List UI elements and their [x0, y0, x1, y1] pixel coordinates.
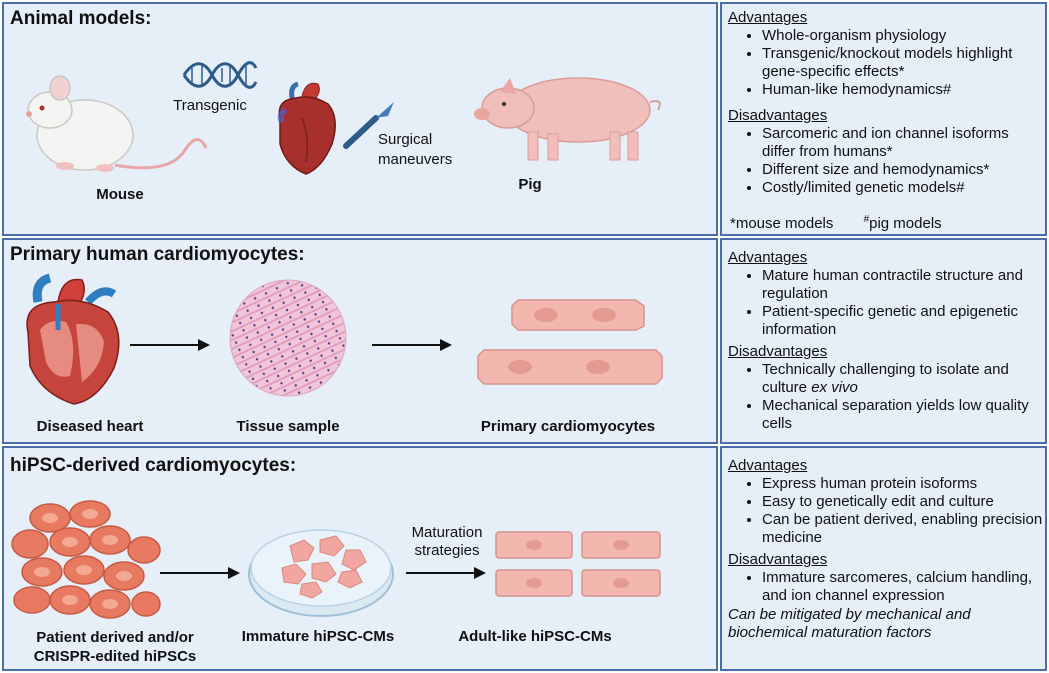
arrow-2 [372, 339, 452, 351]
arrow-3 [160, 567, 240, 579]
hipsc-adv-item: Easy to genetically edit and culture [762, 493, 1046, 511]
animal-disadv-item: Costly/limited genetic models# [762, 179, 1046, 197]
tissue-sample-label: Tissue sample [236, 418, 340, 435]
primary-adv-item: Patient-specific genetic and epigenetic … [762, 303, 1046, 339]
tissue-sample-icon [229, 279, 347, 397]
footnote-mouse: *mouse models [730, 215, 834, 232]
hipsc-advantages-block: Advantages Express human protein isoform… [728, 457, 1046, 642]
mouse-icon [26, 75, 208, 172]
animal-adv-item: Whole-organism physiology [762, 27, 1046, 45]
primary-disadv-text: Technically challenging to isolate and c… [762, 361, 1009, 396]
patient-hipsc-label: Patient derived and/or CRISPR-edited hiP… [33, 629, 197, 665]
hipsc-adv-item: Express human protein isoforms [762, 475, 1046, 493]
scalpel-icon [343, 102, 394, 149]
panel-primary-left [2, 238, 718, 444]
arrow-1 [130, 339, 210, 351]
mouse-label: Mouse [96, 186, 144, 203]
transgenic-label: Transgenic [173, 97, 247, 114]
hipsc-cluster-icon [11, 500, 161, 619]
animal-advantages-heading: Advantages [728, 9, 808, 26]
animal-footnote: *mouse models #pig models [730, 214, 942, 232]
pig-icon [474, 77, 661, 161]
petri-dish-icon [248, 529, 394, 617]
hipsc-mitigation-note: Can be mitigated by mechanical and bioch… [728, 606, 971, 641]
immature-hipsc-label: Immature hiPSC-CMs [241, 628, 395, 645]
panel-animal-right [720, 2, 1047, 236]
adult-like-cardiomyocytes-icon [495, 531, 661, 597]
animal-advantages-block: Advantages Whole-organism physiology Tra… [728, 9, 1046, 197]
panel-primary-right [720, 238, 1047, 444]
animal-adv-item: Human-like hemodynamics# [762, 81, 1046, 99]
surgical-maneuvers-label: Surgical maneuvers [378, 131, 453, 168]
animal-models-title: Animal models: [10, 8, 152, 29]
primary-cardiomyocytes-label: Primary cardiomyocytes [480, 418, 656, 435]
pig-label: Pig [518, 176, 542, 193]
animal-adv-item: Transgenic/knockout models highlight gen… [762, 45, 1046, 81]
hipsc-advantages-heading: Advantages [728, 457, 808, 474]
maturation-strategies-label: Maturation strategies [411, 524, 483, 559]
primary-disadv-italic: ex vivo [811, 379, 858, 396]
animal-disadvantages-heading: Disadvantages [728, 107, 828, 124]
primary-cardiomyocytes-icon [477, 299, 663, 385]
panel-hipsc-right [720, 446, 1047, 671]
footnote-pig: pig models [869, 215, 942, 232]
primary-disadvantages-heading: Disadvantages [728, 343, 828, 360]
adult-like-hipsc-label: Adult-like hiPSC-CMs [458, 628, 612, 645]
animal-disadv-item: Sarcomeric and ion channel isoforms diff… [762, 125, 1046, 161]
hipsc-adv-item: Can be patient derived, enabling precisi… [762, 511, 1046, 547]
hipsc-disadvantages-heading: Disadvantages [728, 551, 828, 568]
hipsc-disadv-item: Immature sarcomeres, calcium handling, a… [762, 569, 1046, 605]
primary-title: Primary human cardiomyocytes: [10, 244, 305, 265]
primary-disadv-item: Technically challenging to isolate and c… [762, 361, 1046, 397]
primary-disadv-item: Mechanical separation yields low quality… [762, 397, 1046, 433]
primary-advantages-block: Advantages Mature human contractile stru… [728, 249, 1046, 433]
heart-icon [277, 81, 336, 175]
animal-disadv-item: Different size and hemodynamics* [762, 161, 1046, 179]
dna-icon [182, 61, 258, 89]
arrow-4 [406, 567, 486, 579]
primary-adv-item: Mature human contractile structure and r… [762, 267, 1046, 303]
hipsc-title: hiPSC-derived cardiomyocytes: [10, 455, 297, 476]
diseased-heart-label: Diseased heart [36, 418, 144, 435]
primary-advantages-heading: Advantages [728, 249, 808, 266]
footnote-pig-mark: # [863, 214, 870, 225]
diseased-heart-icon [26, 273, 120, 405]
